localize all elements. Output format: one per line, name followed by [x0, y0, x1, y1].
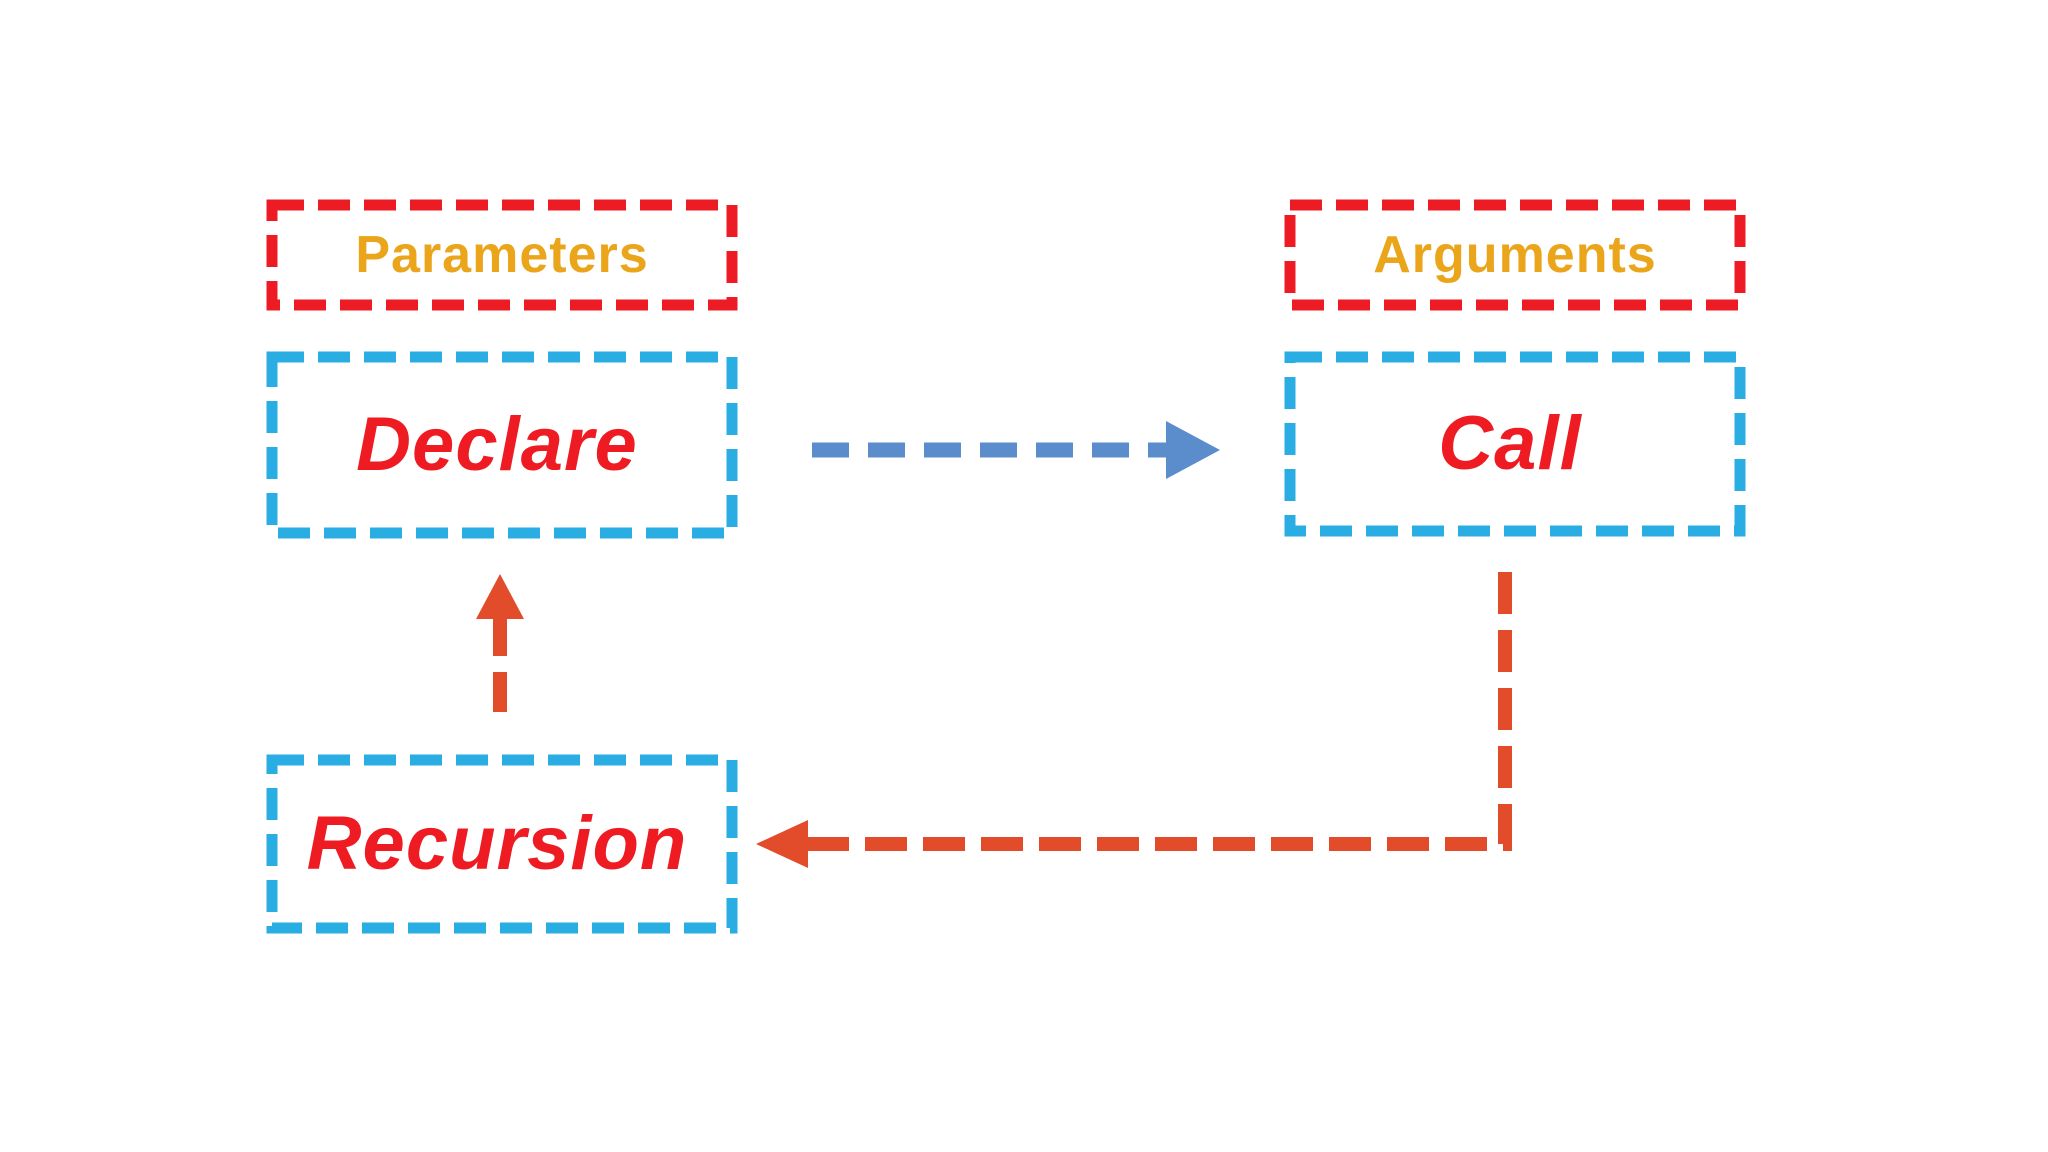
call-to-recursion-arrowhead	[756, 820, 808, 868]
declare-to-call-arrow	[812, 421, 1220, 479]
arguments-label: Arguments	[1373, 226, 1657, 284]
call-label: Call	[1438, 401, 1582, 486]
recursion-label: Recursion	[306, 801, 688, 886]
parameters-label: Parameters	[355, 226, 649, 284]
recursion-to-declare-arrowhead	[476, 574, 524, 619]
call-box	[1284, 351, 1746, 537]
parameters-box	[266, 199, 738, 311]
declare-label: Declare	[356, 402, 638, 487]
recursion-box	[266, 754, 738, 934]
recursion-to-declare-arrow	[476, 574, 524, 712]
declare-box	[266, 351, 738, 539]
call-to-recursion-arrow	[756, 572, 1512, 868]
declare-to-call-arrowhead	[1166, 421, 1220, 479]
